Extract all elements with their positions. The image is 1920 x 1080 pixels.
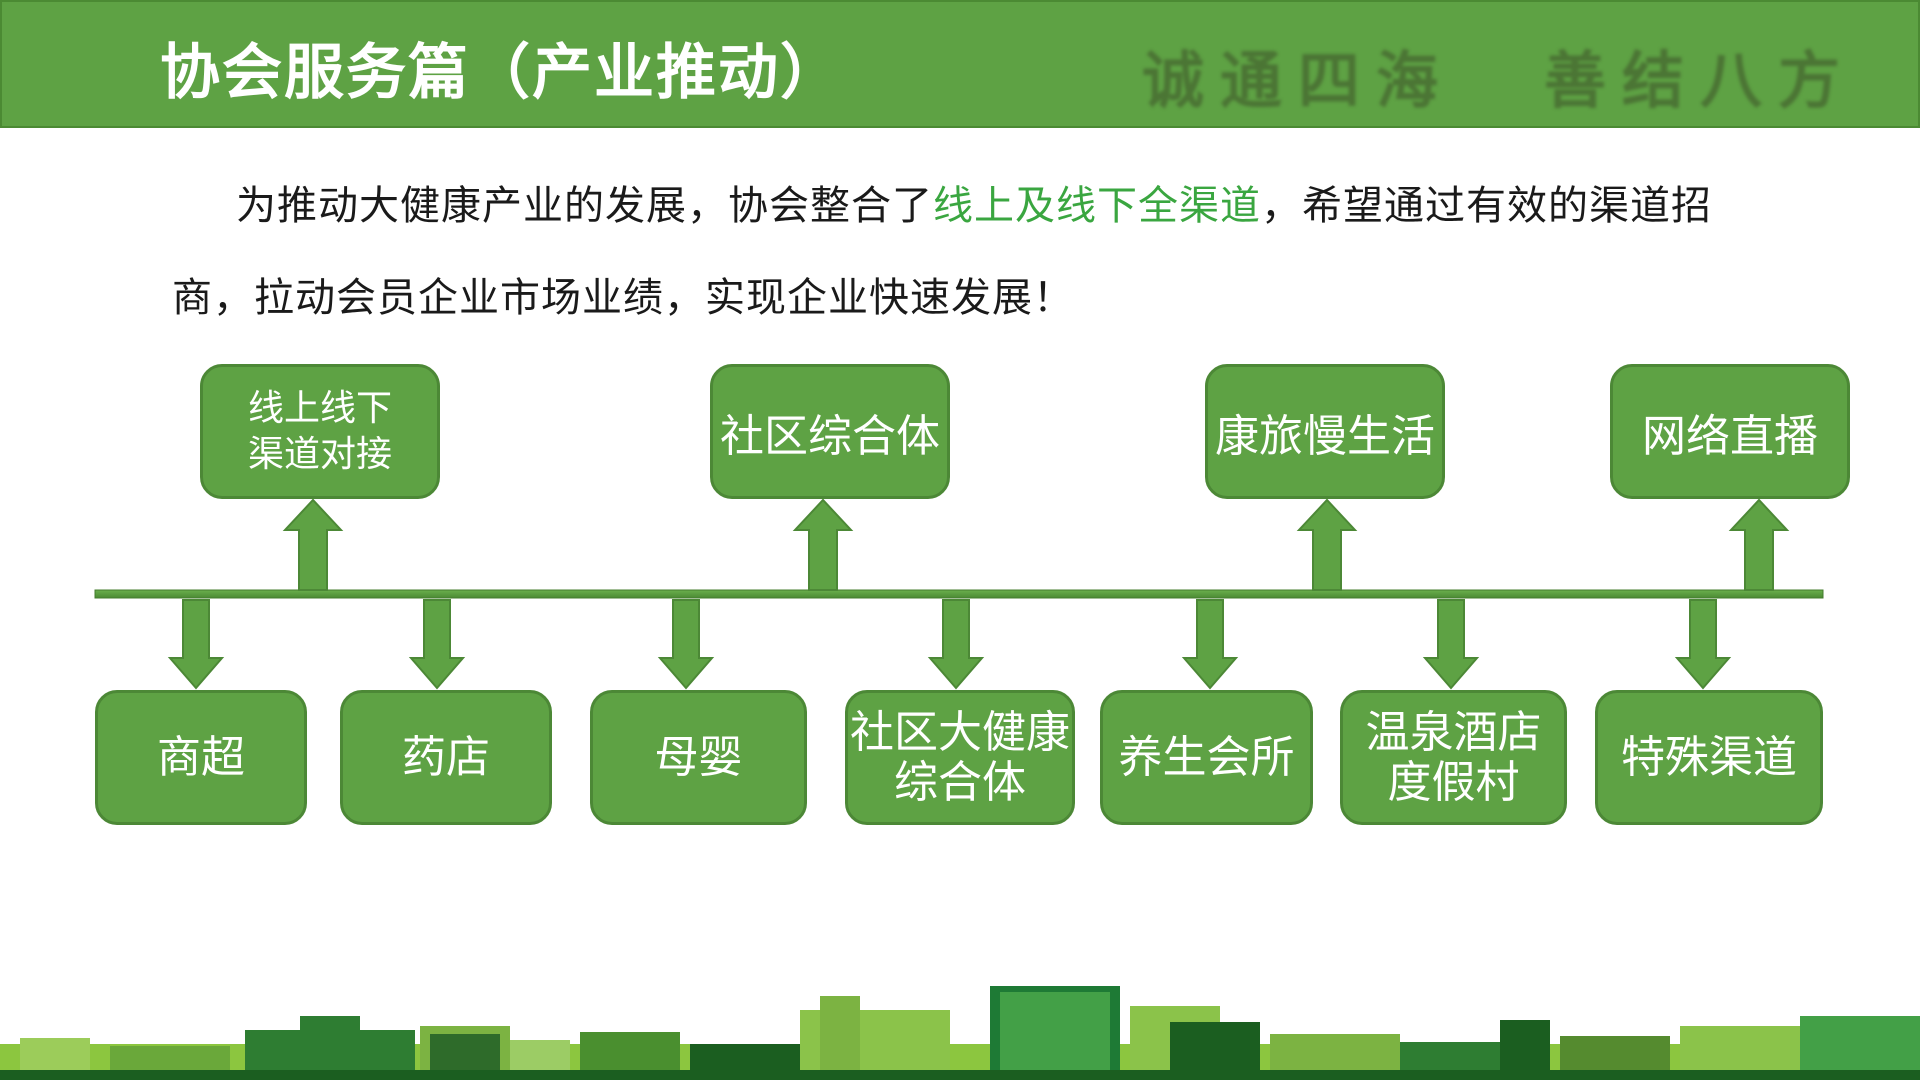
- bottom-box-line: 社区大健康: [850, 706, 1070, 758]
- down-arrow-6: [1422, 599, 1480, 690]
- bottom-box-wellness-club: 养生会所: [1100, 690, 1313, 825]
- intro-text-after: ，希望通过有效的渠道招商，拉动会员企业市场业绩，实现企业快速发展！: [172, 183, 1712, 321]
- down-arrow-5: [1181, 599, 1239, 690]
- top-box-line: 线上线下: [247, 387, 392, 429]
- bottom-box-line: 养生会所: [1118, 731, 1295, 783]
- bottom-box-community-health: 社区大健康 综合体: [845, 690, 1075, 825]
- bottom-box-line: 度假村: [1387, 756, 1520, 808]
- top-box-line: 渠道对接: [247, 433, 392, 475]
- intro-paragraph: 为推动大健康产业的发展，协会整合了线上及线下全渠道，希望通过有效的渠道招商，拉动…: [172, 160, 1732, 344]
- bottom-box-maternal-baby: 母婴: [590, 690, 807, 825]
- bottom-box-pharmacy: 药店: [340, 690, 552, 825]
- top-box-line: 社区综合体: [720, 410, 940, 462]
- up-arrow-3: [1296, 498, 1358, 591]
- top-box-line: 网络直播: [1642, 410, 1818, 462]
- down-arrow-3: [657, 599, 715, 690]
- down-arrow-4: [927, 599, 985, 690]
- bottom-box-line: 特殊渠道: [1621, 731, 1797, 783]
- top-box-line: 康旅慢生活: [1215, 410, 1435, 462]
- bottom-box-line: 商超: [157, 731, 245, 783]
- calligraphy-right: 善结八方: [1543, 44, 1856, 117]
- bottom-box-special-channel: 特殊渠道: [1595, 690, 1823, 825]
- bottom-box-hot-spring-resort: 温泉酒店 度假村: [1340, 690, 1567, 825]
- main-timeline-bar: [94, 589, 1824, 599]
- down-arrow-1: [167, 599, 225, 690]
- up-arrow-2: [792, 498, 854, 591]
- city-skyline-decoration: [0, 986, 1920, 1080]
- channel-diagram: [94, 498, 1824, 690]
- calligraphy-left: 诚通四海: [1141, 44, 1454, 117]
- bottom-box-line: 药店: [402, 731, 490, 783]
- bottom-box-supermarket: 商超: [95, 690, 307, 825]
- intro-text-before: 为推动大健康产业的发展，协会整合了: [236, 183, 933, 229]
- up-arrow-4: [1728, 498, 1790, 591]
- top-box-community-complex: 社区综合体: [710, 364, 950, 499]
- down-arrow-7: [1674, 599, 1732, 690]
- calligraphy-slogan: 诚通四海 善结八方: [1142, 30, 1856, 120]
- page-title: 协会服务篇（产业推动）: [160, 38, 842, 108]
- header-banner: 协会服务篇（产业推动） 诚通四海 善结八方: [0, 0, 1920, 128]
- bottom-box-line: 母婴: [654, 731, 743, 783]
- top-box-online-offline: 线上线下 渠道对接: [200, 364, 440, 499]
- up-arrow-1: [282, 498, 344, 591]
- bottom-box-line: 温泉酒店: [1365, 706, 1542, 758]
- top-box-live-streaming: 网络直播: [1610, 364, 1850, 499]
- intro-highlight: 线上及线下全渠道: [933, 183, 1261, 229]
- top-box-slow-living: 康旅慢生活: [1205, 364, 1445, 499]
- down-arrow-2: [408, 599, 466, 690]
- bottom-box-line: 综合体: [894, 756, 1026, 808]
